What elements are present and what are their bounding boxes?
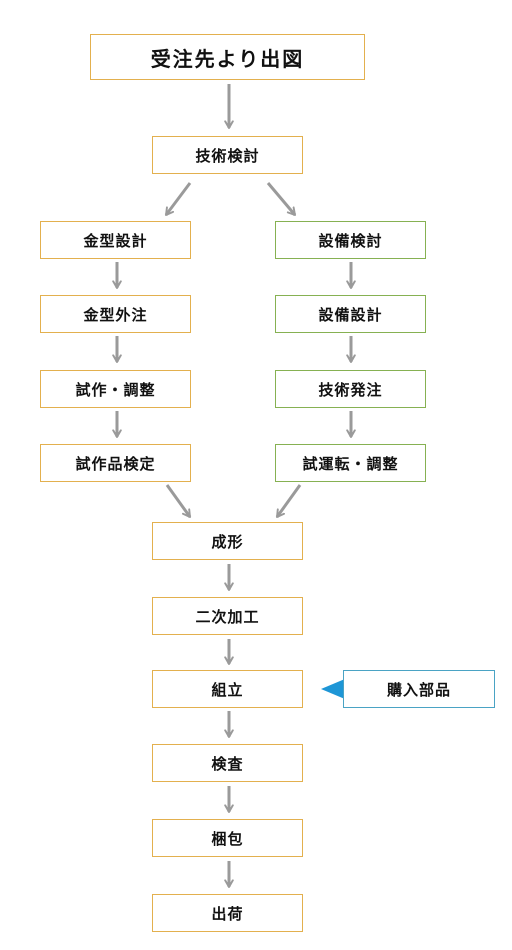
assembly-label: 組立 (211, 680, 244, 699)
purchased-parts-label: 購入部品 (386, 680, 451, 699)
arrow-left-to-molding (165, 484, 192, 518)
start-label: 受注先より出図 (150, 46, 305, 71)
inspection-label: 検査 (211, 754, 244, 773)
inspection-box: 検査 (152, 744, 303, 782)
tech-order-box: 技術発注 (275, 370, 426, 408)
tech-review-label: 技術検討 (195, 146, 260, 165)
secondary-processing-label: 二次加工 (195, 607, 260, 626)
secondary-processing-box: 二次加工 (152, 597, 303, 635)
mold-outsource-box: 金型外注 (40, 295, 191, 333)
trial-adjust-label: 試作・調整 (75, 380, 156, 399)
purchased-parts-box: 購入部品 (343, 670, 495, 708)
arrow-right-to-molding (275, 484, 302, 518)
mold-outsource-label: 金型外注 (83, 305, 148, 324)
shipping-label: 出荷 (211, 904, 244, 923)
packing-label: 梱包 (211, 829, 244, 848)
test-run-box: 試運転・調整 (275, 444, 426, 482)
equipment-review-label: 設備検討 (318, 231, 383, 250)
tech-order-label: 技術発注 (318, 380, 383, 399)
arrow-tech-to-left (164, 182, 192, 216)
shipping-box: 出荷 (152, 894, 303, 932)
equipment-design-label: 設備設計 (318, 305, 383, 324)
equipment-review-box: 設備検討 (275, 221, 426, 259)
assembly-box: 組立 (152, 670, 303, 708)
arrow-tech-to-right (266, 182, 297, 216)
mold-design-label: 金型設計 (83, 231, 148, 250)
trial-inspection-box: 試作品検定 (40, 444, 191, 482)
tech-review-box: 技術検討 (152, 136, 303, 174)
mold-design-box: 金型設計 (40, 221, 191, 259)
packing-box: 梱包 (152, 819, 303, 857)
molding-label: 成形 (211, 532, 244, 551)
trial-inspection-label: 試作品検定 (75, 454, 156, 473)
test-run-label: 試運転・調整 (302, 454, 399, 473)
equipment-design-box: 設備設計 (275, 295, 426, 333)
start-box: 受注先より出図 (90, 34, 365, 80)
trial-adjust-box: 試作・調整 (40, 370, 191, 408)
molding-box: 成形 (152, 522, 303, 560)
